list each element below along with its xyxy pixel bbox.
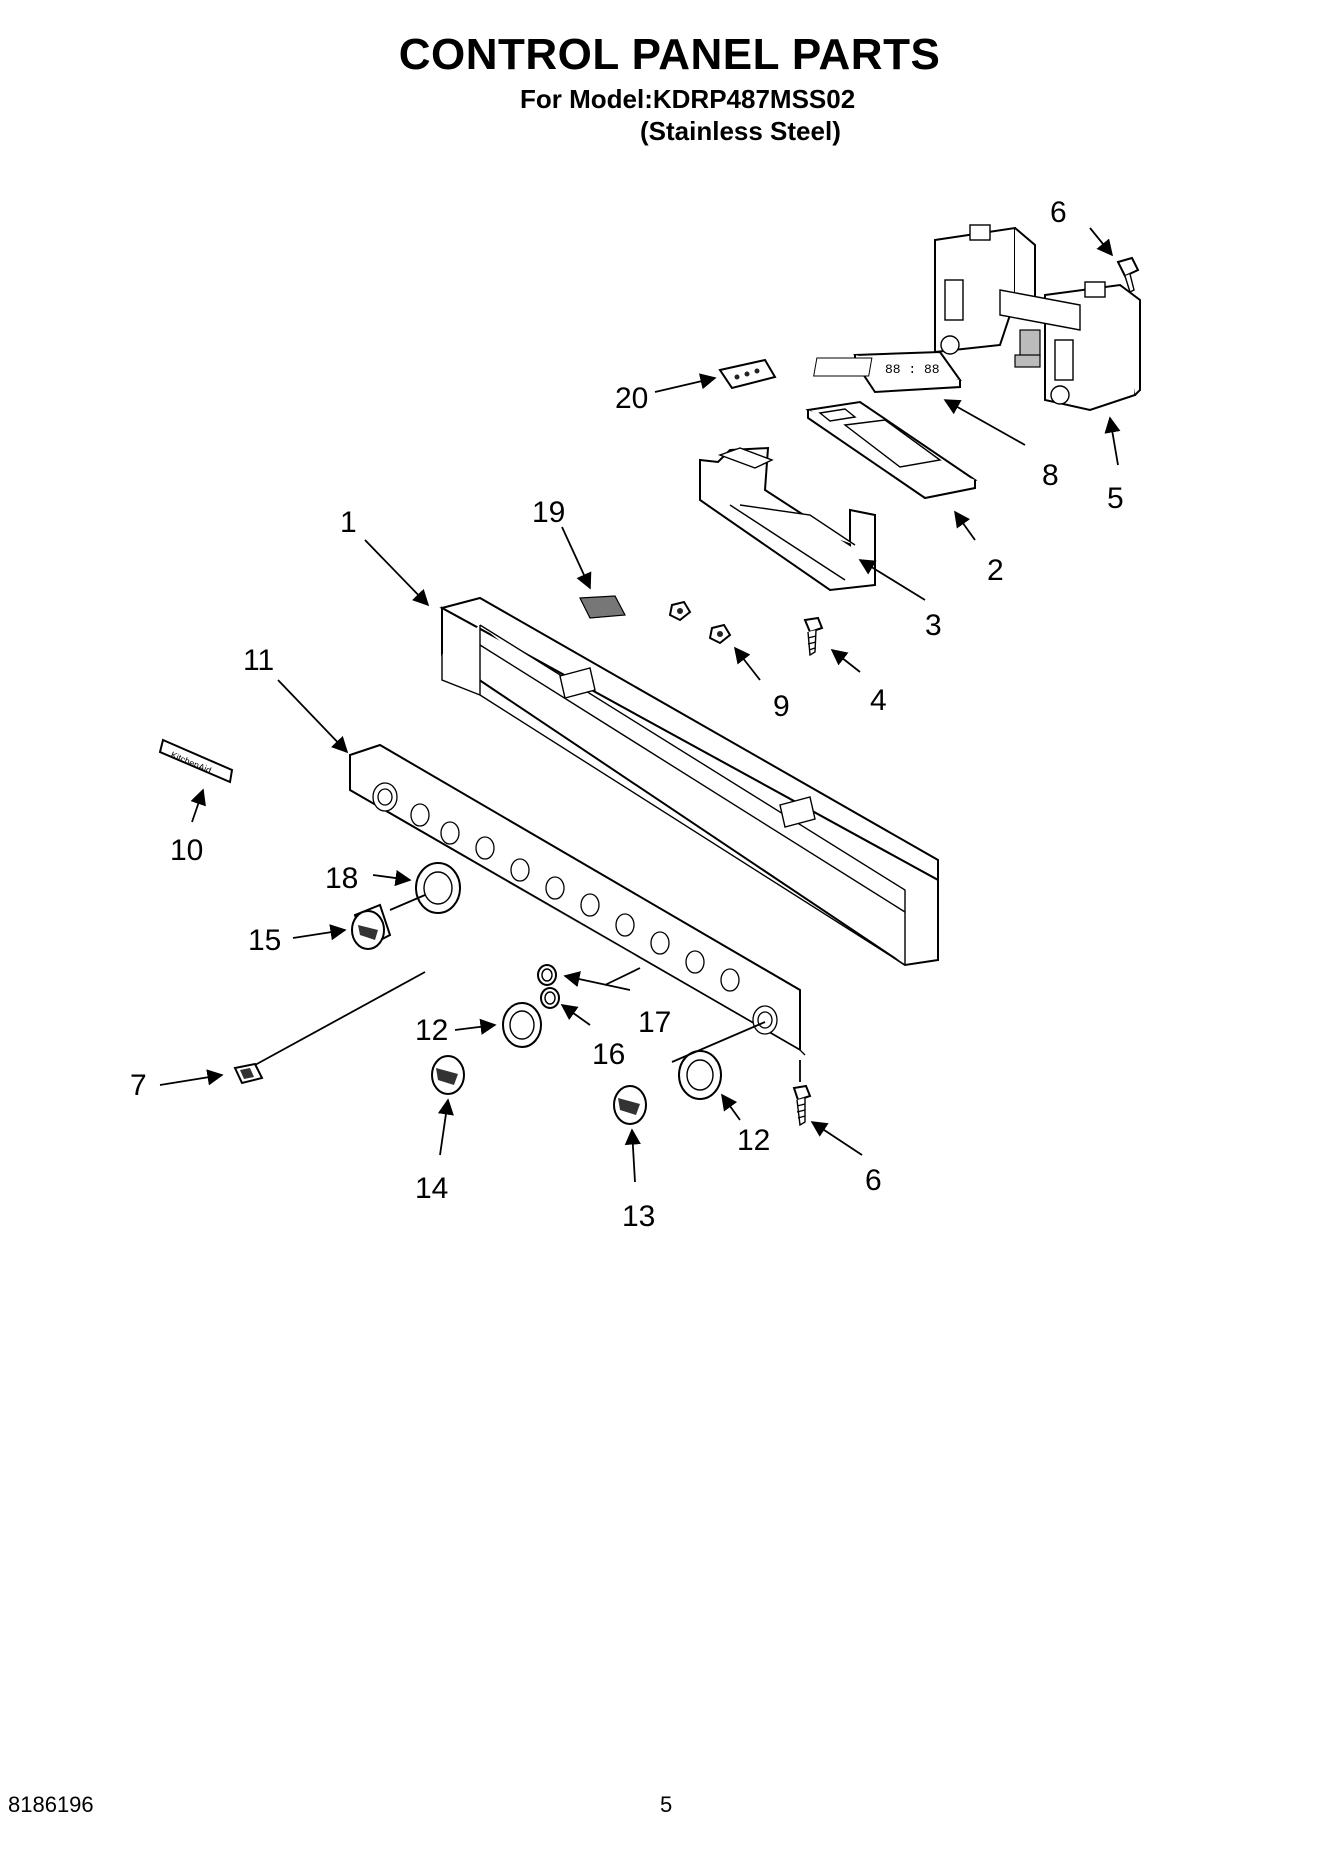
page-number: 5	[660, 1792, 673, 1817]
callout-9: 9	[773, 690, 790, 723]
part-19-label	[579, 595, 626, 619]
part-16-grommet	[540, 987, 560, 1009]
part-4-screw	[803, 616, 824, 657]
callout-3: 3	[925, 609, 942, 642]
callout-12-left: 12	[415, 1014, 448, 1047]
callout-11: 11	[243, 644, 274, 677]
part-7-clip	[233, 1062, 264, 1085]
part-6-screw-bottom	[792, 1084, 812, 1127]
part-3-support	[699, 446, 876, 592]
part-17-grommet	[537, 964, 557, 986]
part-1-console-housing	[439, 596, 939, 967]
callout-10: 10	[170, 834, 203, 867]
part-14-knob	[431, 1055, 465, 1095]
callout-13: 13	[622, 1200, 655, 1233]
callout-20: 20	[615, 382, 648, 415]
callout-7: 7	[130, 1069, 147, 1102]
callout-17: 17	[638, 1006, 671, 1039]
callout-5: 5	[1107, 482, 1124, 515]
part-10-badge: KitchenAid	[158, 738, 234, 784]
finish-line: (Stainless Steel)	[640, 116, 841, 146]
callout-8: 8	[1042, 459, 1059, 492]
callout-12-right: 12	[737, 1124, 770, 1157]
display-digits: 88 : 88	[885, 362, 940, 377]
callout-18: 18	[325, 862, 358, 895]
part-2-bracket	[805, 400, 978, 500]
part-6-screw-top	[1116, 256, 1140, 293]
callout-2: 2	[987, 554, 1004, 587]
callout-1: 1	[340, 506, 357, 539]
part-8-display-board: 88 : 88	[813, 350, 962, 394]
model-line: For Model:KDRP487MSS02	[520, 84, 856, 114]
callout-labels: 6 20 8 5 2 3 1 19 9 4 11 10 18 15 17 16 …	[130, 196, 1124, 1233]
part-13-knob	[613, 1085, 647, 1125]
callout-15: 15	[248, 924, 281, 957]
callout-14: 14	[415, 1172, 448, 1205]
part-20-label	[718, 358, 777, 390]
part-18-bezel	[415, 862, 461, 914]
callout-16: 16	[592, 1038, 625, 1071]
part-12-bezel-right	[678, 1050, 722, 1100]
part-12-bezel-left	[502, 1002, 542, 1048]
part-15-knob	[351, 903, 392, 950]
part-11-front-panel	[349, 743, 806, 1056]
page-title: CONTROL PANEL PARTS	[398, 30, 941, 79]
document-number: 8186196	[8, 1792, 94, 1817]
callout-19: 19	[532, 496, 565, 529]
callout-6-top: 6	[1050, 196, 1067, 229]
callout-6-bottom: 6	[865, 1164, 882, 1197]
callout-4: 4	[870, 684, 887, 717]
leader-lines	[159, 227, 1121, 1183]
part-5-electronic-control	[934, 224, 1141, 412]
part-9-nuts	[668, 600, 732, 645]
